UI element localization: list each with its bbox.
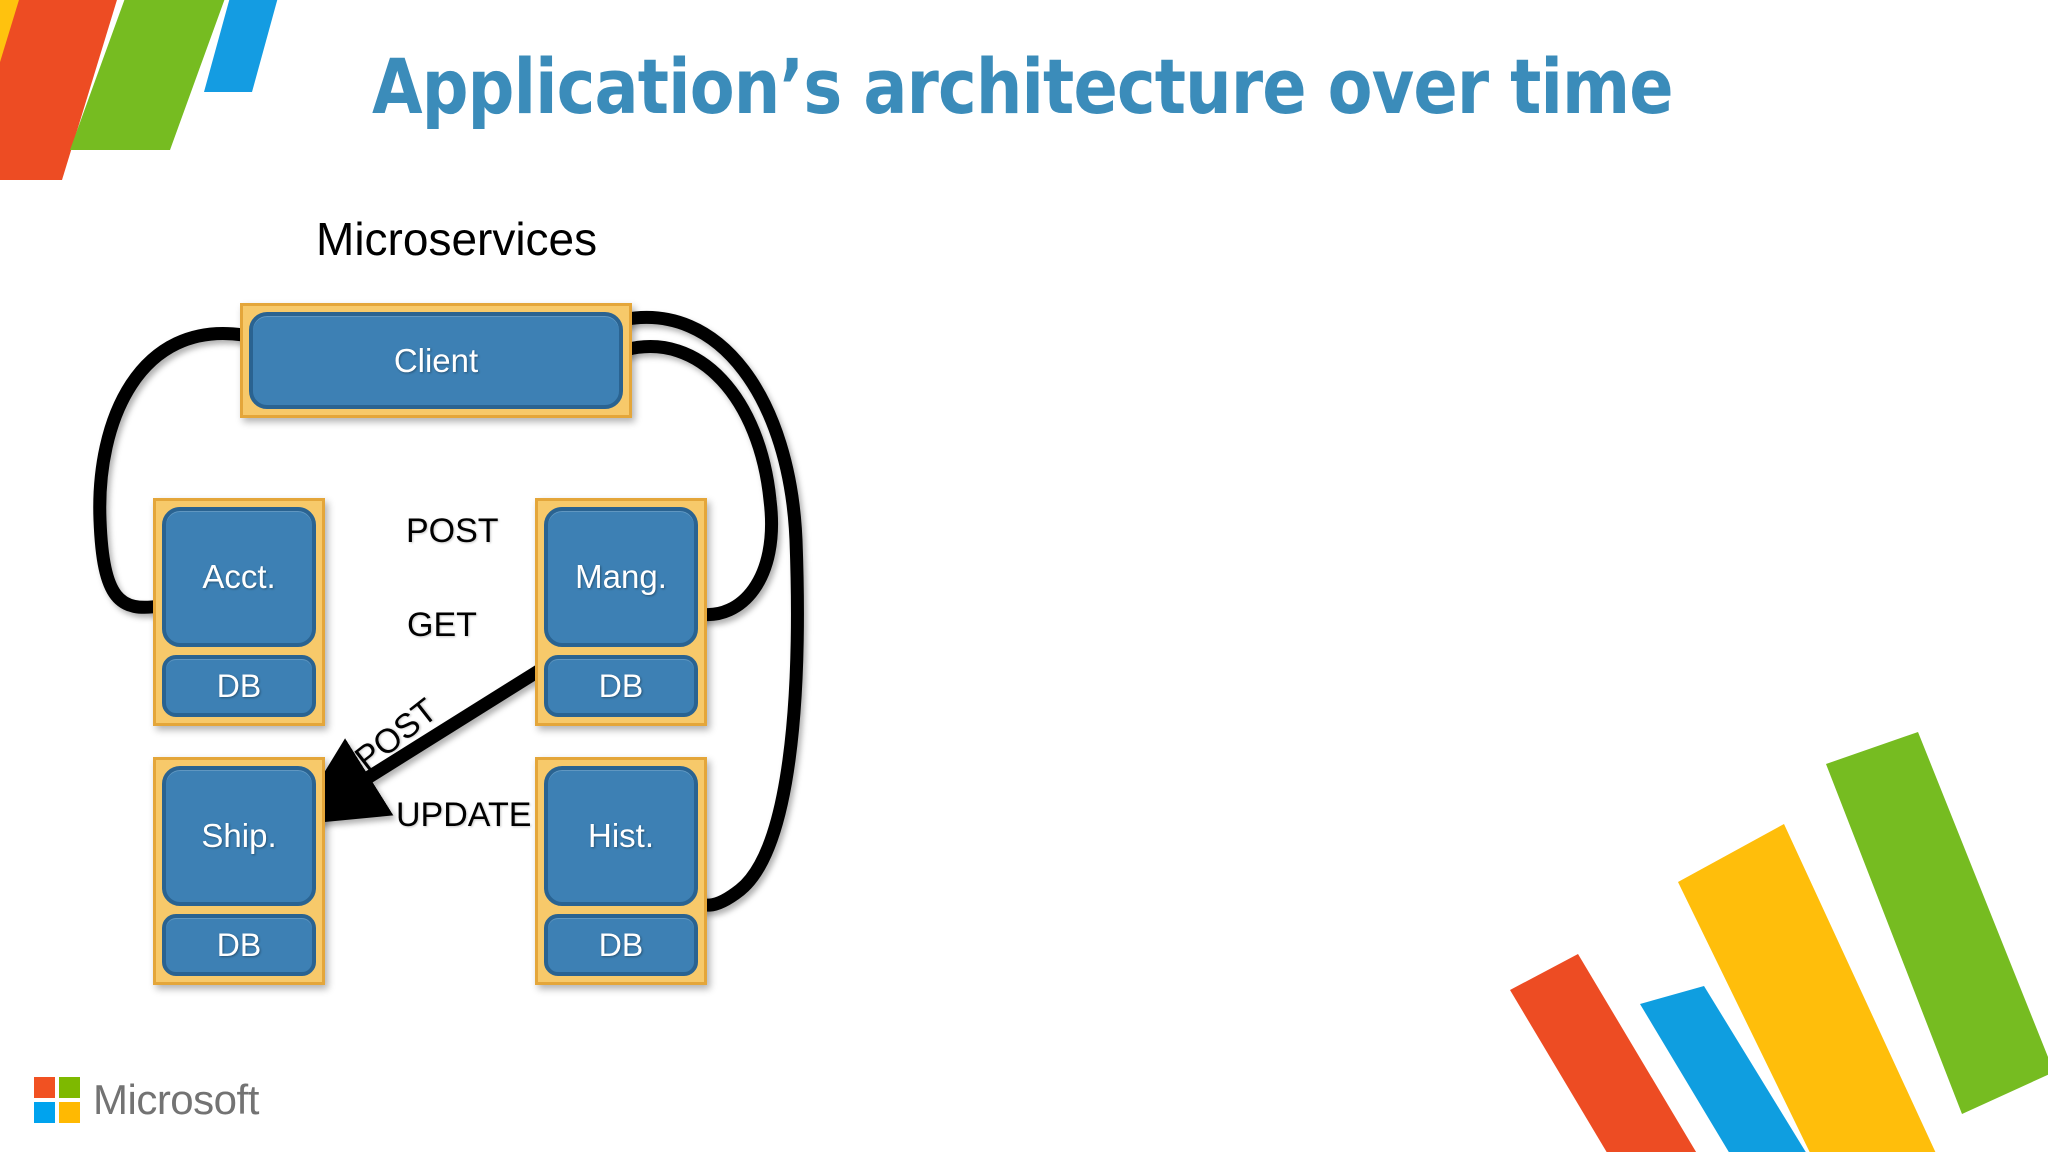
bottom-right-decoration (1488, 732, 2048, 1152)
bottom-right-ribbons-svg (1510, 732, 2048, 1152)
node-client-label: Client (249, 312, 623, 409)
microsoft-logo: Microsoft (34, 1076, 259, 1124)
edge-label-update-ship-hist: UPDATE (396, 796, 532, 834)
top-left-decoration (0, 0, 330, 190)
top-left-ribbons-svg (0, 0, 278, 180)
node-client[interactable]: Client (240, 303, 632, 418)
ribbon-blue-icon (204, 0, 278, 92)
ribbon-blue-icon (1640, 986, 1806, 1152)
node-hist-label: Hist. (544, 766, 698, 906)
logo-square-blue (34, 1102, 55, 1123)
section-caption: Microservices (316, 213, 598, 265)
node-acct[interactable]: Acct. DB (153, 498, 325, 726)
ribbon-orange-icon (0, 0, 117, 180)
node-hist-db: DB (544, 914, 698, 976)
logo-square-red (34, 1077, 55, 1098)
edge-label-post-mang-acct: POST (406, 512, 499, 550)
node-ship-db: DB (162, 914, 316, 976)
node-hist[interactable]: Hist. DB (535, 757, 707, 985)
node-mang[interactable]: Mang. DB (535, 498, 707, 726)
node-acct-label: Acct. (162, 507, 316, 647)
node-mang-db: DB (544, 655, 698, 717)
node-ship-label: Ship. (162, 766, 316, 906)
edge-label-get-acct-mang: GET (407, 606, 477, 644)
ribbon-yellow-icon (1678, 824, 1936, 1152)
node-acct-db: DB (162, 655, 316, 717)
page-title: Application’s architecture over time (372, 42, 1674, 131)
microsoft-wordmark: Microsoft (93, 1076, 259, 1123)
ribbon-orange-icon (1510, 954, 1697, 1152)
edge-label-post-mang-ship: POST (347, 691, 445, 779)
ribbon-green-icon (1826, 732, 2048, 1114)
node-ship[interactable]: Ship. DB (153, 757, 325, 985)
logo-square-green (59, 1077, 80, 1098)
microsoft-logo-icon (34, 1077, 80, 1123)
ribbon-green-icon (70, 0, 225, 150)
node-mang-label: Mang. (544, 507, 698, 647)
logo-square-yellow (59, 1102, 80, 1123)
